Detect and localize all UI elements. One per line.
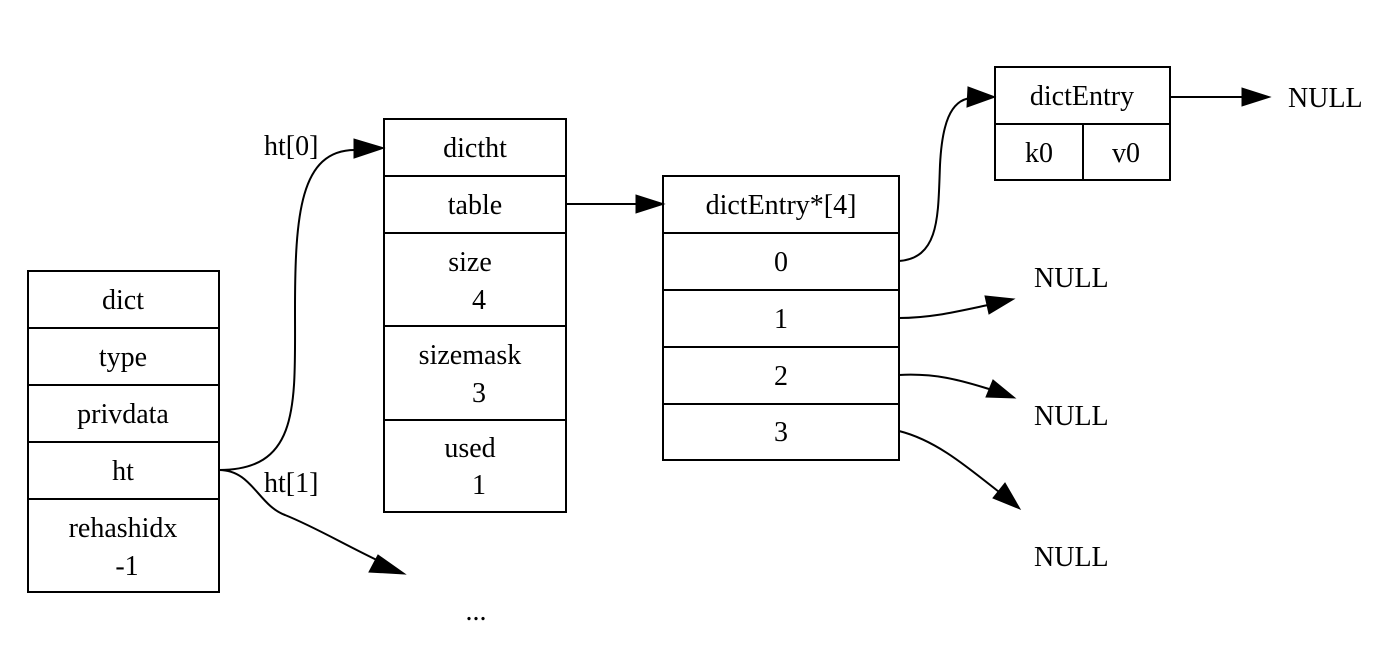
edge-slot0 (898, 97, 972, 262)
dict-rehashidx-label: rehashidx (69, 513, 178, 544)
dict-entry-header: dictEntry (1030, 81, 1134, 112)
null-label-entry-next: NULL (1288, 83, 1363, 114)
dictht-size-label: size (448, 247, 492, 278)
edge-table-arrowhead (635, 194, 666, 214)
edge-slot1 (898, 304, 989, 319)
null-label-slot3: NULL (1034, 542, 1109, 573)
table-slot-0-cell (662, 232, 900, 291)
table-slot-3-label: 3 (774, 417, 788, 448)
table-array-header: dictEntry*[4] (706, 190, 857, 221)
dict-ht-label: ht (112, 456, 134, 487)
table-array: dictEntry*[4] 0 1 2 3 (662, 175, 900, 461)
dict-entry-header-cell (994, 66, 1171, 125)
edge-slot0-arrowhead (966, 86, 997, 108)
edge-ht1-arrowhead (368, 554, 407, 575)
dict-rehashidx-cell (27, 498, 220, 593)
dict-entry-node: dictEntry k0 v0 (994, 66, 1171, 181)
dict-entry-key-cell (994, 123, 1084, 181)
table-slot-1-label: 1 (774, 304, 788, 335)
dict-type-label: type (99, 342, 147, 373)
dict-header-cell (27, 270, 220, 329)
dictht-size-value: 4 (472, 285, 486, 316)
edge-ht0 (218, 149, 356, 471)
edge-ht1 (218, 469, 382, 563)
table-slot-0-label: 0 (774, 247, 788, 278)
dictht-sizemask-value: 3 (472, 378, 486, 409)
dict-entry-value-cell (1082, 123, 1171, 181)
edge-slot1-arrowhead (984, 295, 1016, 315)
edge-slot3 (898, 430, 1000, 493)
dict-struct: dict type privdata ht rehashidx -1 (27, 270, 220, 593)
null-label-slot1: NULL (1034, 263, 1109, 294)
edge-slot2-arrowhead (985, 379, 1017, 399)
dict-header-label: dict (102, 285, 144, 316)
ellipsis-label: ... (466, 596, 487, 627)
edge-slot3-arrowhead (992, 482, 1022, 511)
dictht-used-value: 1 (472, 470, 486, 501)
dictht-size-cell (383, 232, 567, 327)
dict-entry-value: v0 (1112, 138, 1140, 169)
edge-label-ht0: ht[0] (264, 131, 318, 162)
edges (218, 86, 1272, 575)
edge-entry-next-arrowhead (1241, 87, 1272, 107)
edge-slot2 (898, 373, 990, 390)
dictht-struct: dictht table size 4 sizemask 3 used 1 (383, 118, 567, 513)
table-slot-2-cell (662, 346, 900, 405)
table-array-header-cell (662, 175, 900, 234)
edge-ht0-arrowhead (353, 138, 386, 159)
dictht-sizemask-label: sizemask (419, 340, 522, 371)
dictht-used-label: used (444, 433, 495, 464)
dict-type-cell (27, 327, 220, 386)
dictht-used-cell (383, 419, 567, 513)
dict-privdata-label: privdata (77, 399, 169, 430)
table-slot-2-label: 2 (774, 361, 788, 392)
null-label-slot2: NULL (1034, 401, 1109, 432)
dictht-header-label: dictht (443, 133, 507, 164)
dict-rehashidx-value: -1 (115, 551, 138, 582)
dictht-table-label: table (448, 190, 502, 221)
edge-label-ht1: ht[1] (264, 468, 318, 499)
dict-entry-key: k0 (1025, 138, 1053, 169)
